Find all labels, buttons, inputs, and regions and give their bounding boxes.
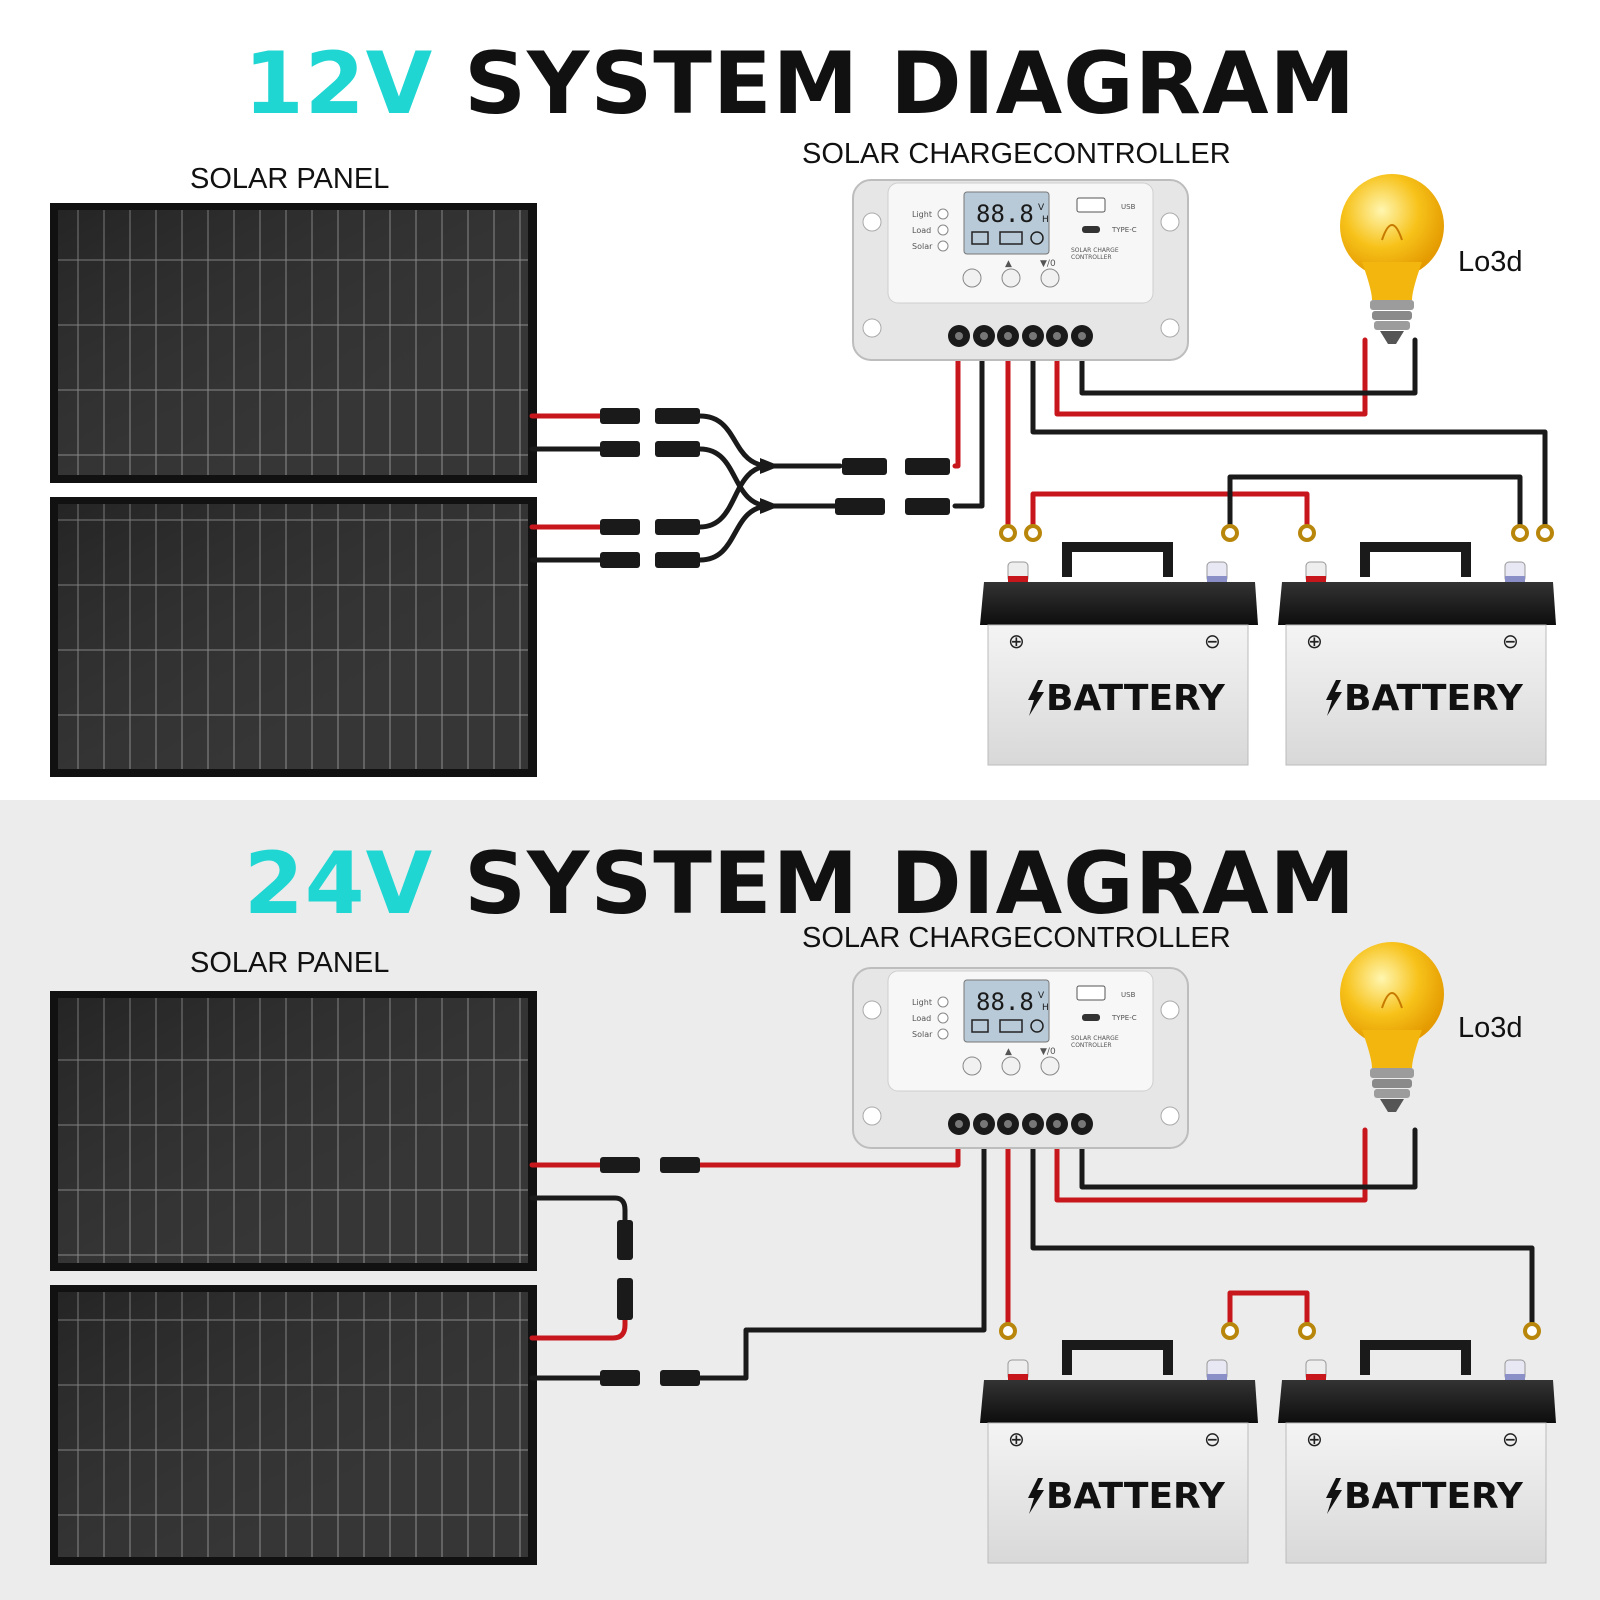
minus-terminal-icon: ⊖ <box>1502 1427 1519 1451</box>
solar-panel-2 <box>50 1285 537 1565</box>
svg-text:Light: Light <box>912 210 932 219</box>
charge-controller: 88.8 V H Light Load Solar USB TYPE-C SOL… <box>852 967 1189 1149</box>
lightning-icon <box>1326 680 1342 716</box>
diagram-title: 24V SYSTEM DIAGRAM <box>0 834 1600 934</box>
svg-text:CONTROLLER: CONTROLLER <box>1071 1042 1112 1049</box>
svg-text:Light: Light <box>912 998 932 1007</box>
controller-label: SOLAR CHARGECONTROLLER <box>802 922 1231 954</box>
svg-text:Load: Load <box>912 1014 931 1023</box>
svg-text:▲: ▲ <box>1005 259 1012 269</box>
solar-panel-label: SOLAR PANEL <box>190 947 390 979</box>
minus-terminal-icon: ⊖ <box>1502 629 1519 653</box>
svg-text:▼/0: ▼/0 <box>1040 1047 1056 1057</box>
svg-text:H: H <box>1042 1003 1049 1013</box>
solar-panel-1 <box>50 991 537 1271</box>
minus-terminal-icon: ⊖ <box>1204 1427 1221 1451</box>
diagram-title: 12V SYSTEM DIAGRAM <box>0 34 1600 134</box>
battery-label: BATTERY <box>1046 678 1226 719</box>
svg-text:H: H <box>1042 215 1049 225</box>
plus-terminal-icon: ⊕ <box>1306 629 1323 653</box>
voltage-label: 12V <box>243 34 434 134</box>
plus-terminal-icon: ⊕ <box>1008 629 1025 653</box>
lightning-icon <box>1028 1478 1044 1514</box>
lightning-icon <box>1028 680 1044 716</box>
title-text: SYSTEM DIAGRAM <box>464 34 1357 134</box>
diagram-24v: 24V SYSTEM DIAGRAM SOLAR PANEL SOLAR CHA… <box>0 800 1600 1600</box>
load-label: Lo3d <box>1458 246 1523 278</box>
svg-text:CONTROLLER: CONTROLLER <box>1071 254 1112 261</box>
svg-text:V: V <box>1038 203 1045 213</box>
svg-text:Solar: Solar <box>912 1030 933 1039</box>
battery-2: ⊕ ⊖ BATTERY <box>1278 542 1556 766</box>
title-text: SYSTEM DIAGRAM <box>464 834 1357 934</box>
lightning-icon <box>1326 1478 1342 1514</box>
controller-label: SOLAR CHARGECONTROLLER <box>802 138 1231 170</box>
plus-terminal-icon: ⊕ <box>1306 1427 1323 1451</box>
svg-text:USB: USB <box>1121 203 1136 211</box>
solar-panel-label: SOLAR PANEL <box>190 163 390 195</box>
svg-text:TYPE-C: TYPE-C <box>1111 226 1137 234</box>
battery-label: BATTERY <box>1344 678 1524 719</box>
battery-1: ⊕ ⊖ BATTERY <box>980 542 1258 766</box>
minus-terminal-icon: ⊖ <box>1204 629 1221 653</box>
lightbulb-icon <box>1340 942 1444 1112</box>
lcd-digits: 88.8 <box>976 200 1034 228</box>
svg-text:V: V <box>1038 991 1045 1001</box>
solar-panel-2 <box>50 497 537 777</box>
battery-2: ⊕ ⊖ BATTERY <box>1278 1340 1556 1564</box>
svg-text:TYPE-C: TYPE-C <box>1111 1014 1137 1022</box>
load-label: Lo3d <box>1458 1012 1523 1044</box>
svg-text:USB: USB <box>1121 991 1136 999</box>
solar-panel-1 <box>50 203 537 483</box>
charge-controller: 88.8 V H Light Load Solar USB TYPE-C SOL… <box>852 179 1189 361</box>
lightbulb-icon <box>1340 174 1444 344</box>
plus-terminal-icon: ⊕ <box>1008 1427 1025 1451</box>
svg-text:SOLAR CHARGE: SOLAR CHARGE <box>1071 247 1119 254</box>
svg-text:Solar: Solar <box>912 242 933 251</box>
diagram-12v: 12V SYSTEM DIAGRAM SOLAR PANEL SOLAR CHA… <box>0 34 1600 777</box>
svg-text:▼/0: ▼/0 <box>1040 259 1056 269</box>
svg-text:Load: Load <box>912 226 931 235</box>
battery-label: BATTERY <box>1046 1476 1226 1517</box>
voltage-label: 24V <box>243 834 434 934</box>
svg-text:▲: ▲ <box>1005 1047 1012 1057</box>
battery-1: ⊕ ⊖ BATTERY <box>980 1340 1258 1564</box>
battery-label: BATTERY <box>1344 1476 1524 1517</box>
lcd-digits: 88.8 <box>976 988 1034 1016</box>
svg-text:SOLAR CHARGE: SOLAR CHARGE <box>1071 1035 1119 1042</box>
